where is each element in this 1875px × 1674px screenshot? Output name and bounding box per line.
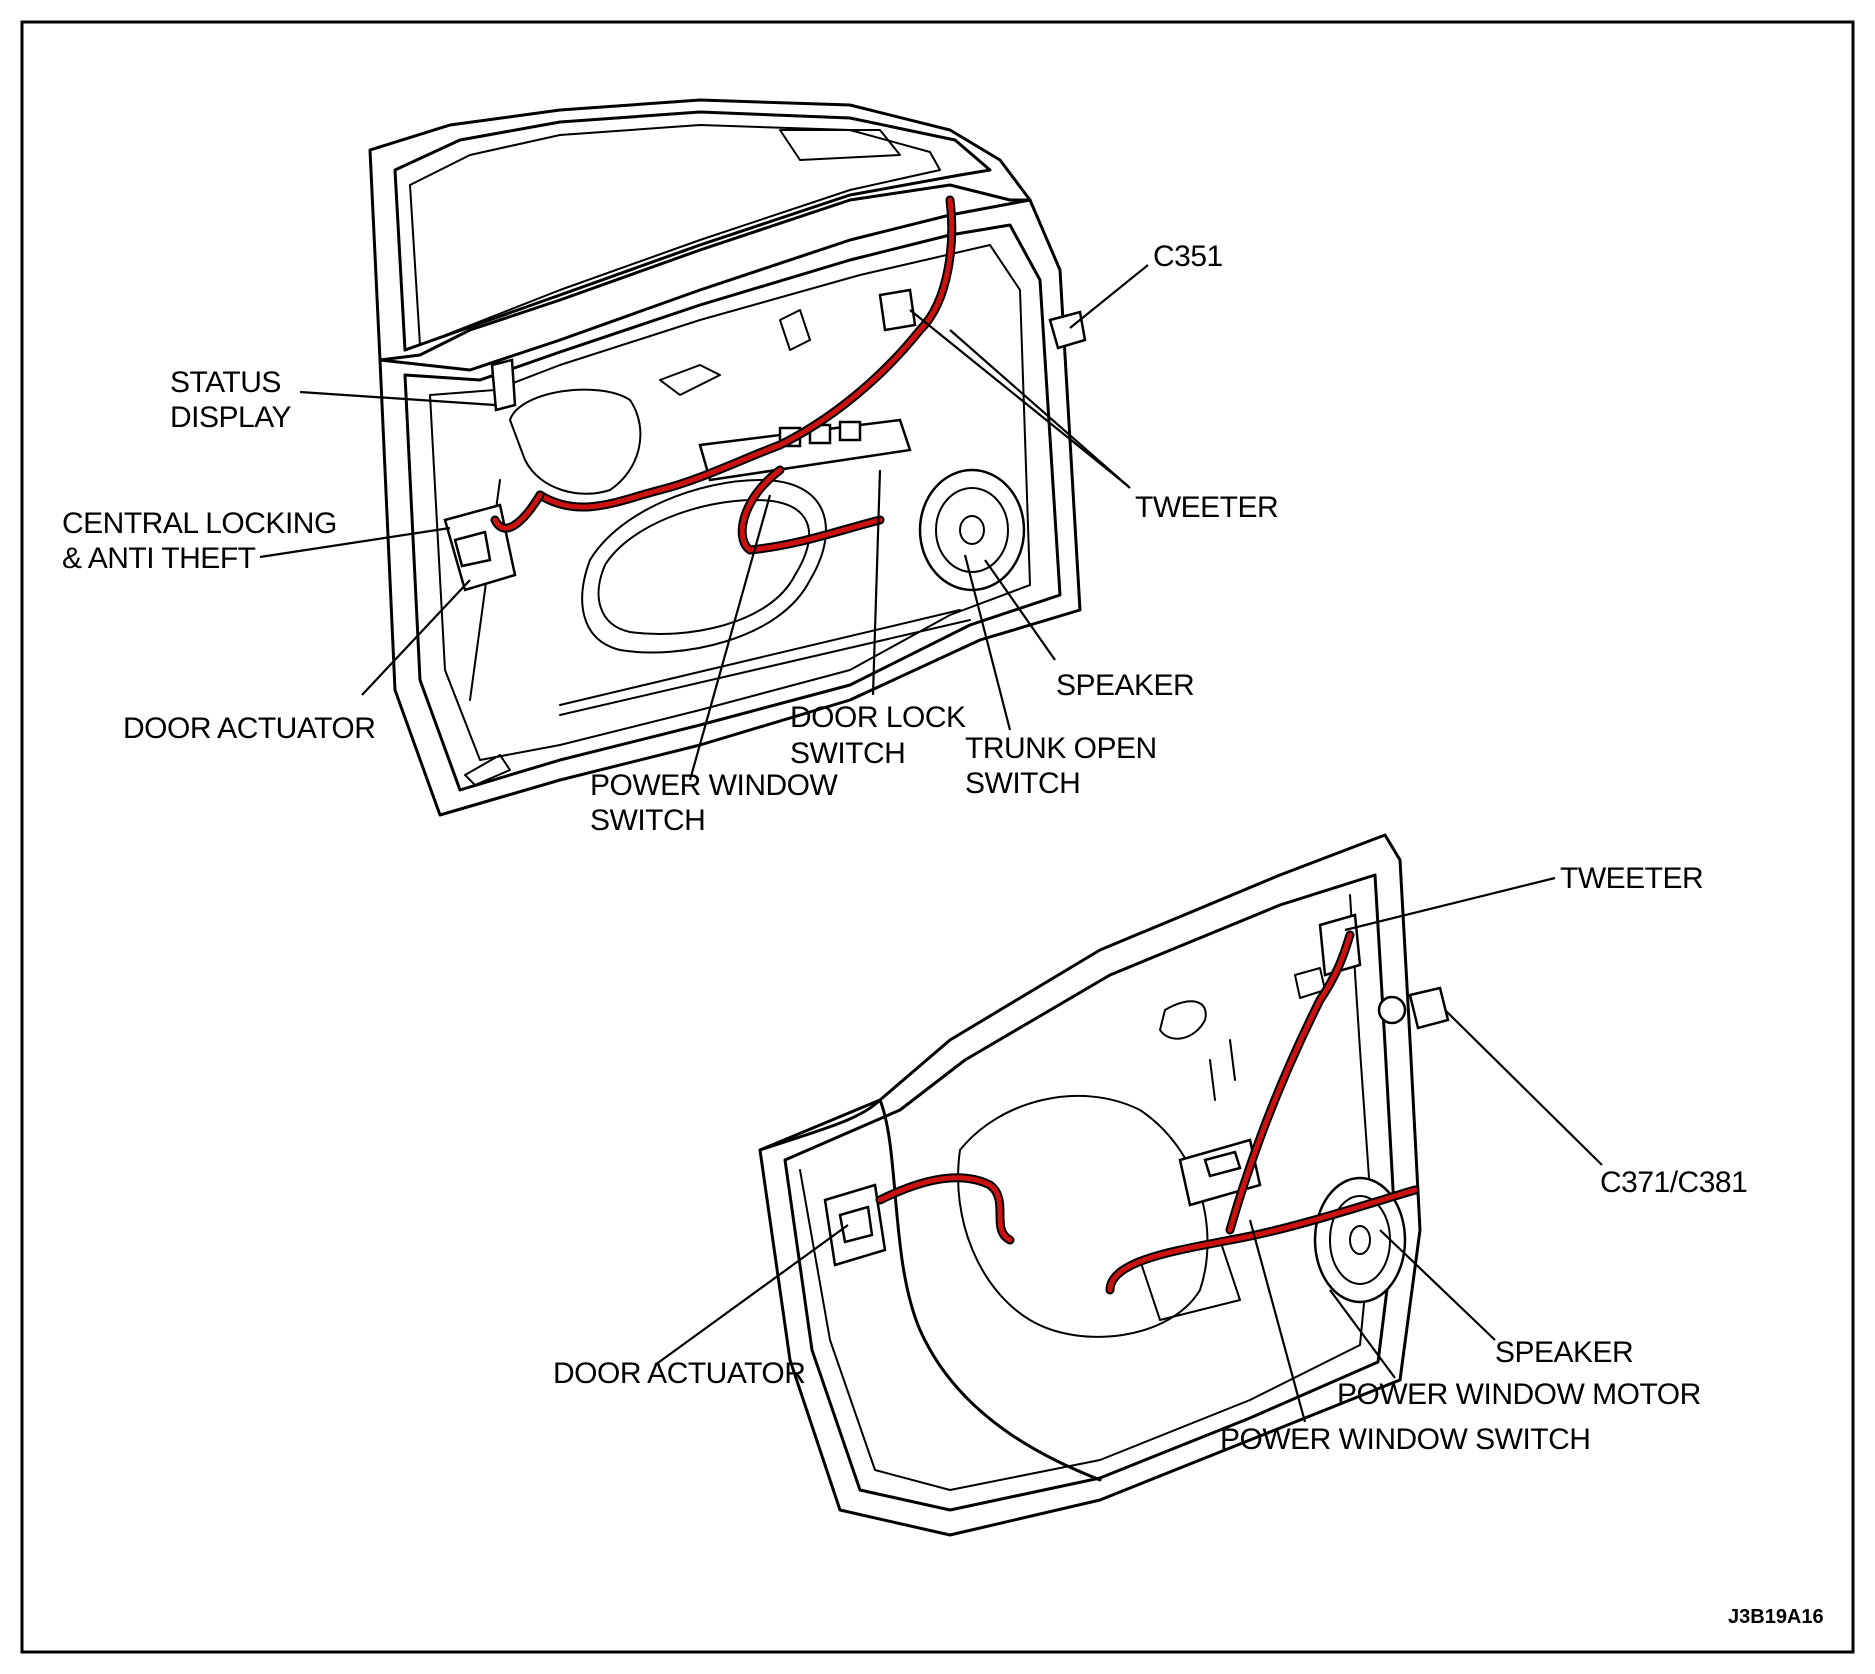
- rear-door-labels: TWEETER C371/C381 DOOR ACTUATOR SPEAKER …: [553, 862, 1748, 1456]
- label-trunk-open-switch-line1: TRUNK OPEN: [965, 732, 1157, 765]
- label-central-locking-line1: CENTRAL LOCKING: [62, 507, 337, 540]
- label-rear-door-actuator: DOOR ACTUATOR: [553, 1357, 805, 1390]
- label-front-power-window-switch-line1: POWER WINDOW: [590, 769, 838, 802]
- front-door-labels: C351 STATUS DISPLAY TWEETER CENTRAL LOCK…: [62, 240, 1279, 837]
- label-door-lock-switch-line2: SWITCH: [790, 737, 905, 770]
- label-front-door-actuator: DOOR ACTUATOR: [123, 712, 375, 745]
- label-status-display-line2: DISPLAY: [170, 401, 291, 434]
- label-rear-speaker: SPEAKER: [1495, 1336, 1633, 1369]
- figure-border: [20, 20, 1855, 1654]
- label-status-display-line1: STATUS: [170, 366, 281, 399]
- figure-code: J3B19A16: [1728, 1606, 1824, 1628]
- label-rear-tweeter: TWEETER: [1560, 862, 1703, 895]
- label-central-locking-line2: & ANTI THEFT: [62, 542, 256, 575]
- label-rear-power-window-switch: POWER WINDOW SWITCH: [1220, 1423, 1590, 1456]
- label-trunk-open-switch-line2: SWITCH: [965, 767, 1080, 800]
- label-c351: C351: [1153, 240, 1223, 273]
- label-front-speaker: SPEAKER: [1056, 669, 1194, 702]
- label-front-power-window-switch-line2: SWITCH: [590, 804, 705, 837]
- label-c371-c381: C371/C381: [1600, 1166, 1747, 1199]
- label-front-tweeter: TWEETER: [1135, 491, 1278, 524]
- front-door-illustration: [368, 98, 1087, 817]
- leader-lines: [259, 264, 1603, 1423]
- label-power-window-motor: POWER WINDOW MOTOR: [1337, 1378, 1701, 1411]
- label-door-lock-switch-line1: DOOR LOCK: [790, 701, 966, 734]
- rear-door-illustration: [758, 833, 1450, 1537]
